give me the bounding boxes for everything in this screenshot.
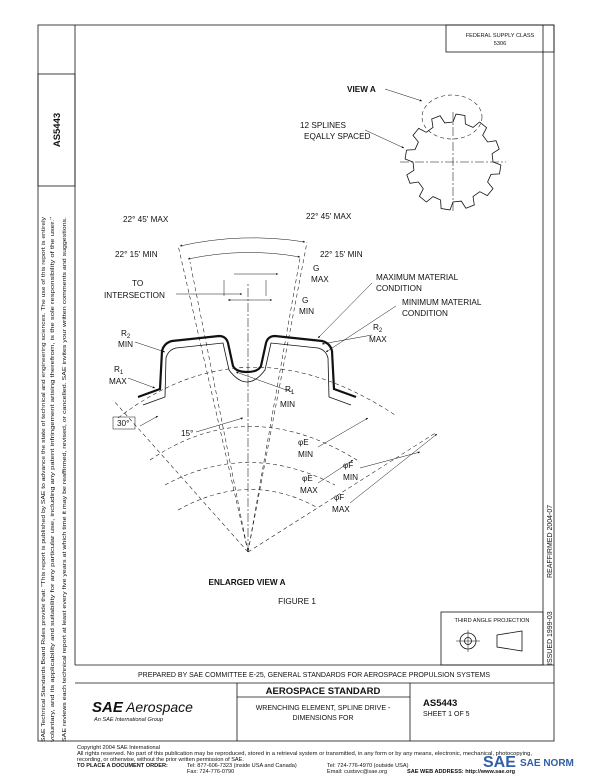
view-a-label: VIEW A — [347, 85, 376, 94]
prepared-by: PREPARED BY SAE COMMITTEE E-25, GENERAL … — [138, 672, 490, 679]
reaffirmed-date: REAFFIRMED 2004-07 — [547, 505, 554, 578]
svg-text:An SAE International Group: An SAE International Group — [93, 717, 163, 723]
third-angle-label: THIRD ANGLE PROJECTION — [455, 618, 530, 624]
sheet-border — [37, 24, 555, 742]
r2-left-label: R2 — [121, 329, 131, 340]
view-a-spline-gear — [400, 94, 506, 212]
sae-norm-watermark: SAE SAE NORM — [483, 754, 574, 771]
enlarged-view-a — [112, 237, 438, 553]
web-address: SAE WEB ADDRESS: http://www.sae.org — [407, 769, 516, 775]
doc-number: AS5443 — [423, 698, 457, 709]
side-note-line-2: voluntary, and its applicability and sui… — [50, 217, 56, 742]
supply-class-box — [445, 24, 555, 53]
to-label: TO — [132, 279, 143, 288]
r1-left-max: MAX — [109, 377, 127, 386]
min-material-label-2: CONDITION — [402, 309, 448, 318]
email: Email: custsvc@sae.org — [327, 769, 387, 775]
g-min-label-2: MIN — [299, 307, 314, 316]
doc-title-line-2: DIMENSIONS FOR — [292, 715, 353, 722]
r1-center-label: R1 — [285, 385, 295, 396]
phi-e-max-sub: MAX — [300, 486, 318, 495]
doc-title-line-1: WRENCHING ELEMENT, SPLINE DRIVE - — [256, 705, 391, 712]
phi-f-min-label: φF — [343, 461, 353, 470]
order-label: TO PLACE A DOCUMENT ORDER: — [77, 763, 168, 769]
angle-30-box — [112, 416, 136, 430]
enlarged-view-label: ENLARGED VIEW A — [208, 578, 285, 587]
phi-f-max-sub: MAX — [332, 505, 350, 514]
tel-usa: Tel: 877-606-7323 (inside USA and Canada… — [187, 763, 297, 769]
fax: Fax: 724-776-0790 — [187, 769, 234, 775]
phi-e-min-label: φE — [298, 438, 309, 447]
angle-2215-min-right: 22° 15' MIN — [320, 250, 363, 259]
rights-line-1: All rights reserved. No part of this pub… — [77, 751, 532, 757]
r2-right-label: R2 — [373, 323, 383, 334]
splines-leader — [364, 129, 405, 149]
max-material-label-1: MAXIMUM MATERIAL — [376, 273, 459, 282]
intersection-label: INTERSECTION — [104, 291, 165, 300]
min-material-label-1: MINIMUM MATERIAL — [402, 298, 482, 307]
r2-left-min: MIN — [118, 340, 133, 349]
splines-label-2: EQALLY SPACED — [304, 132, 371, 141]
view-a-leader — [384, 88, 423, 102]
svg-text:SAE: SAE — [483, 754, 516, 771]
sheet-number: SHEET 1 OF 5 — [423, 711, 470, 718]
phi-e-max-label: φE — [302, 474, 313, 483]
r2-right-max: MAX — [369, 335, 387, 344]
r1-center-min: MIN — [280, 400, 295, 409]
figure-caption: FIGURE 1 — [278, 597, 316, 606]
sae-aerospace-logo: SAE Aerospace An SAE International Group — [92, 699, 193, 723]
g-max-label-2: MAX — [311, 275, 329, 284]
third-angle-symbol — [456, 630, 523, 652]
tel-outside: Tel: 724-776-4970 (outside USA) — [327, 763, 409, 769]
splines-label-1: 12 SPLINES — [300, 121, 347, 130]
g-max-label-1: G — [313, 264, 319, 273]
angle-2245-max-right: 22° 45' MAX — [306, 212, 352, 221]
issued-date: ISSUED 1999-03 — [547, 611, 554, 665]
copyright: Copyright 2004 SAE International — [77, 745, 160, 751]
side-note-line-3: SAE reviews each technical report at lea… — [62, 216, 68, 742]
angle-2245-max-left: 22° 45' MAX — [123, 215, 169, 224]
side-doc-number: AS5443 — [52, 113, 63, 147]
r1-left-label: R1 — [114, 365, 124, 376]
federal-supply-class-value: 5306 — [494, 41, 506, 47]
svg-text:SAE: SAE — [92, 699, 124, 716]
aerospace-standard: AEROSPACE STANDARD — [266, 686, 381, 697]
phi-e-min-sub: MIN — [298, 450, 313, 459]
federal-supply-class-label: FEDERAL SUPPLY CLASS — [466, 33, 535, 39]
svg-text:SAE NORM: SAE NORM — [520, 758, 574, 769]
phi-f-min-sub: MIN — [343, 473, 358, 482]
max-material-label-2: CONDITION — [376, 284, 422, 293]
rights-line-2: recording, or otherwise, without the pri… — [77, 757, 244, 763]
svg-text:Aerospace: Aerospace — [125, 699, 193, 715]
angle-2215-min-left: 22° 15' MIN — [115, 250, 158, 259]
angle-30-label: 30° — [117, 419, 129, 428]
phi-f-max-label: φF — [334, 493, 344, 502]
angle-15-label: 15° — [181, 429, 193, 438]
side-note-line-1: SAE Technical Standards Board Rules prov… — [41, 217, 47, 742]
g-min-label-1: G — [302, 296, 308, 305]
side-number-box — [37, 73, 76, 187]
